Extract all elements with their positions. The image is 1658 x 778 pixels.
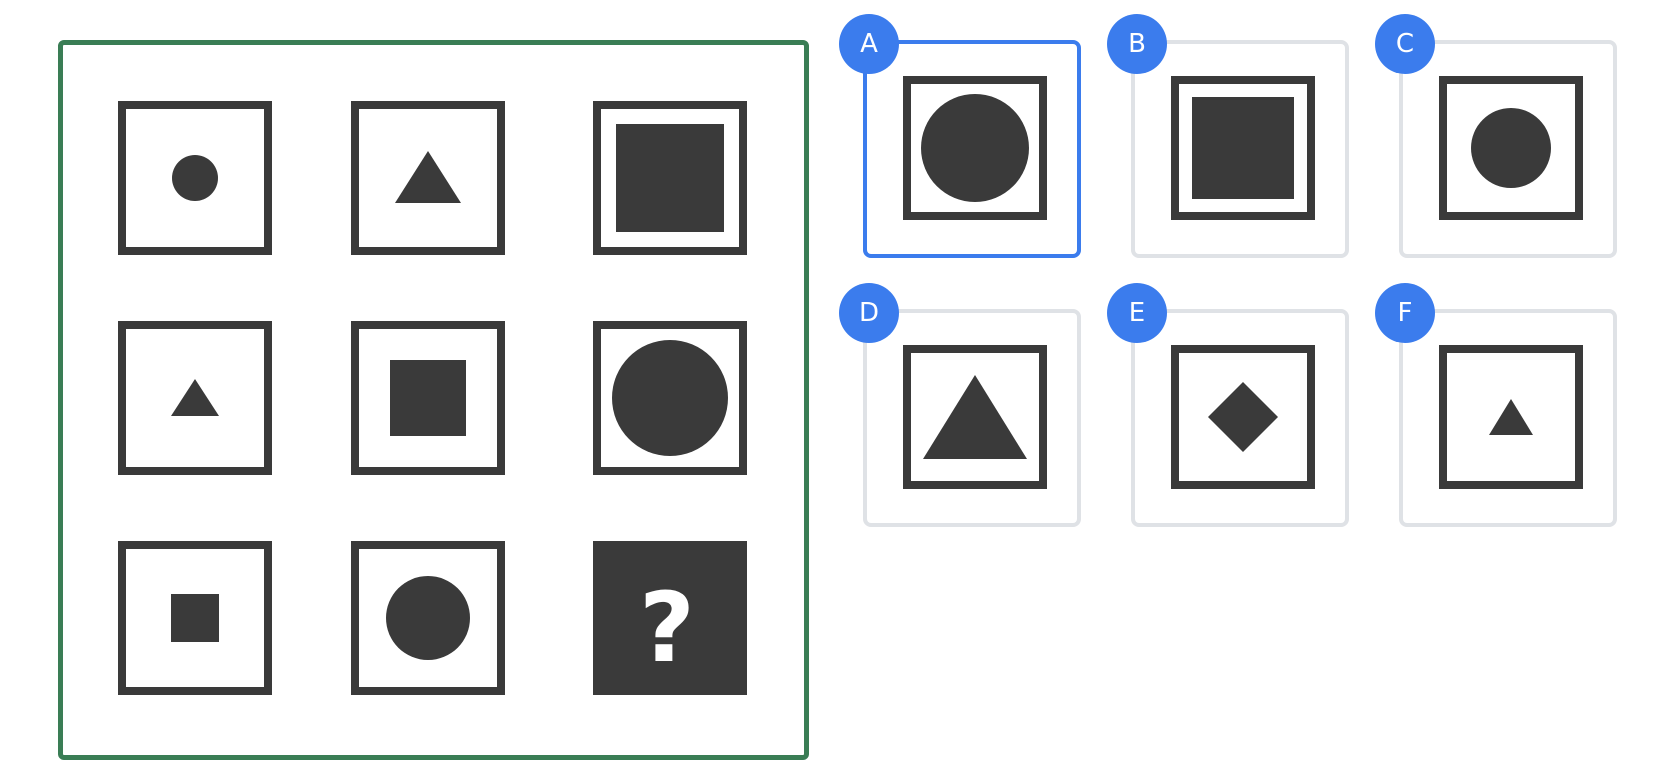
square-icon — [171, 594, 219, 642]
triangle-icon — [171, 379, 219, 416]
matrix-cell-3-3-missing: ? — [593, 541, 747, 695]
option-label-b: B — [1107, 14, 1167, 74]
triangle-icon — [1489, 399, 1533, 435]
question-icon: ? — [639, 572, 695, 684]
matrix-cell-1-2 — [351, 101, 505, 255]
option-c[interactable]: C — [1375, 14, 1617, 258]
matrix-cell-1-1 — [118, 101, 272, 255]
matrix-cell-3-1 — [118, 541, 272, 695]
matrix-cell-2-3 — [593, 321, 747, 475]
option-d[interactable]: D — [839, 283, 1081, 527]
matrix-cell-2-2 — [351, 321, 505, 475]
matrix-cell-1-3 — [593, 101, 747, 255]
square-icon — [390, 360, 466, 436]
square-icon — [616, 124, 724, 232]
diamond-icon — [1208, 382, 1278, 452]
option-e[interactable]: E — [1107, 283, 1349, 527]
matrix-cell-2-1 — [118, 321, 272, 475]
square-icon — [1192, 97, 1294, 199]
option-label-d: D — [839, 283, 899, 343]
circle-icon — [921, 94, 1029, 202]
triangle-icon — [923, 375, 1027, 459]
option-label-c: C — [1375, 14, 1435, 74]
option-a[interactable]: A — [839, 14, 1081, 258]
triangle-icon — [395, 151, 461, 203]
option-f[interactable]: F — [1375, 283, 1617, 527]
circle-icon — [612, 340, 728, 456]
circle-icon — [1471, 108, 1551, 188]
circle-icon — [386, 576, 470, 660]
puzzle-matrix: ? — [58, 40, 809, 760]
matrix-cell-3-2 — [351, 541, 505, 695]
option-label-a: A — [839, 14, 899, 74]
option-label-f: F — [1375, 283, 1435, 343]
circle-icon — [172, 155, 218, 201]
option-label-e: E — [1107, 283, 1167, 343]
option-b[interactable]: B — [1107, 14, 1349, 258]
